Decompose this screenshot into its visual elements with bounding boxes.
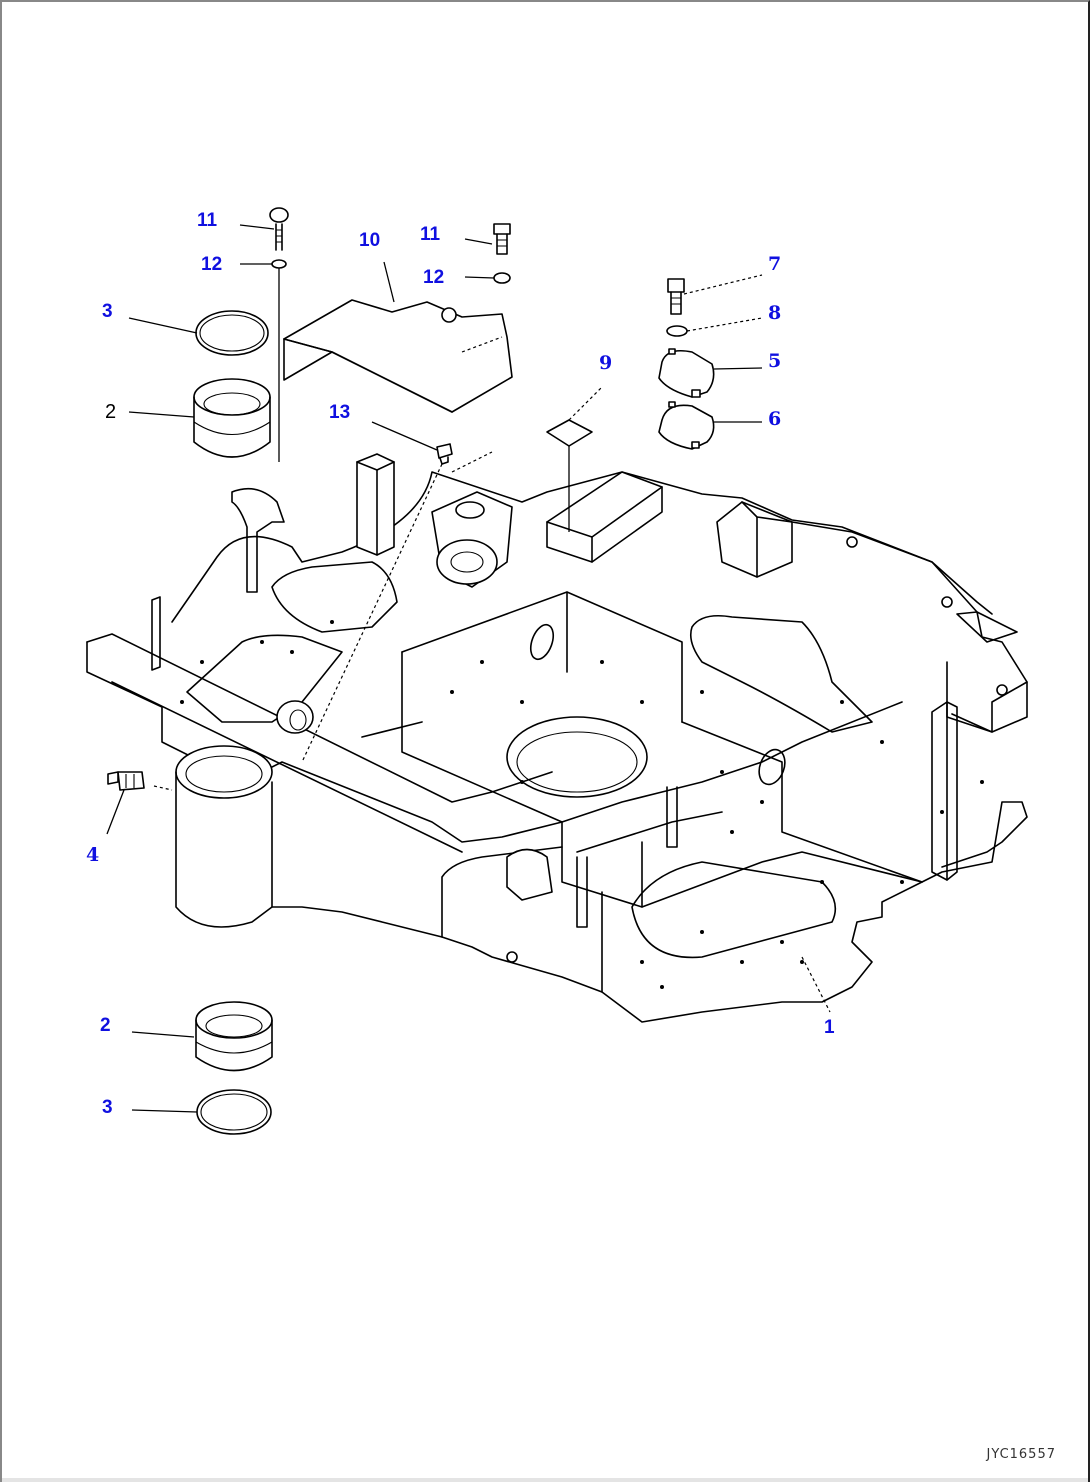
drawing-id: JYC16557 xyxy=(986,1447,1056,1462)
bushing-lower xyxy=(195,1001,273,1072)
callout-7: 7 xyxy=(768,253,782,275)
pad-part-9 xyxy=(546,386,603,532)
bottom-strip xyxy=(2,1478,1088,1482)
callout-6: 6 xyxy=(768,408,782,430)
callout-9: 9 xyxy=(599,352,613,374)
callout-3-upper: 3 xyxy=(102,301,113,322)
callout-12-right: 12 xyxy=(423,267,445,288)
callout-8: 8 xyxy=(768,302,782,324)
gasket-part-6 xyxy=(658,401,762,450)
callout-1: 1 xyxy=(824,1017,835,1038)
callout-11-left: 11 xyxy=(197,210,218,231)
callout-12-left: 12 xyxy=(201,254,223,275)
washer-part-8 xyxy=(666,317,763,337)
seal-ring-upper xyxy=(195,310,269,356)
callout-13: 13 xyxy=(329,402,351,423)
cover-plate-part-10 xyxy=(283,299,513,413)
revolving-frame xyxy=(86,453,1028,1023)
bolt-washer-stack-right xyxy=(493,223,511,284)
leader-lines xyxy=(128,224,831,1113)
callout-11-right: 11 xyxy=(420,224,441,245)
bushing-upper xyxy=(193,378,271,458)
callout-2-lower: 2 xyxy=(100,1015,111,1036)
cover-part-5 xyxy=(658,348,763,398)
screw-part-13 xyxy=(301,421,493,763)
bolt-part-7 xyxy=(667,274,763,315)
bolt-washer-stack-left xyxy=(269,207,289,462)
seal-ring-lower xyxy=(196,1089,272,1135)
callout-4: 4 xyxy=(86,844,100,866)
callout-10: 10 xyxy=(359,230,381,251)
callout-3-lower: 3 xyxy=(102,1097,113,1118)
grease-fitting-part-4 xyxy=(106,771,173,835)
callout-5: 5 xyxy=(768,350,782,372)
callout-2-upper: 2 xyxy=(105,401,117,423)
